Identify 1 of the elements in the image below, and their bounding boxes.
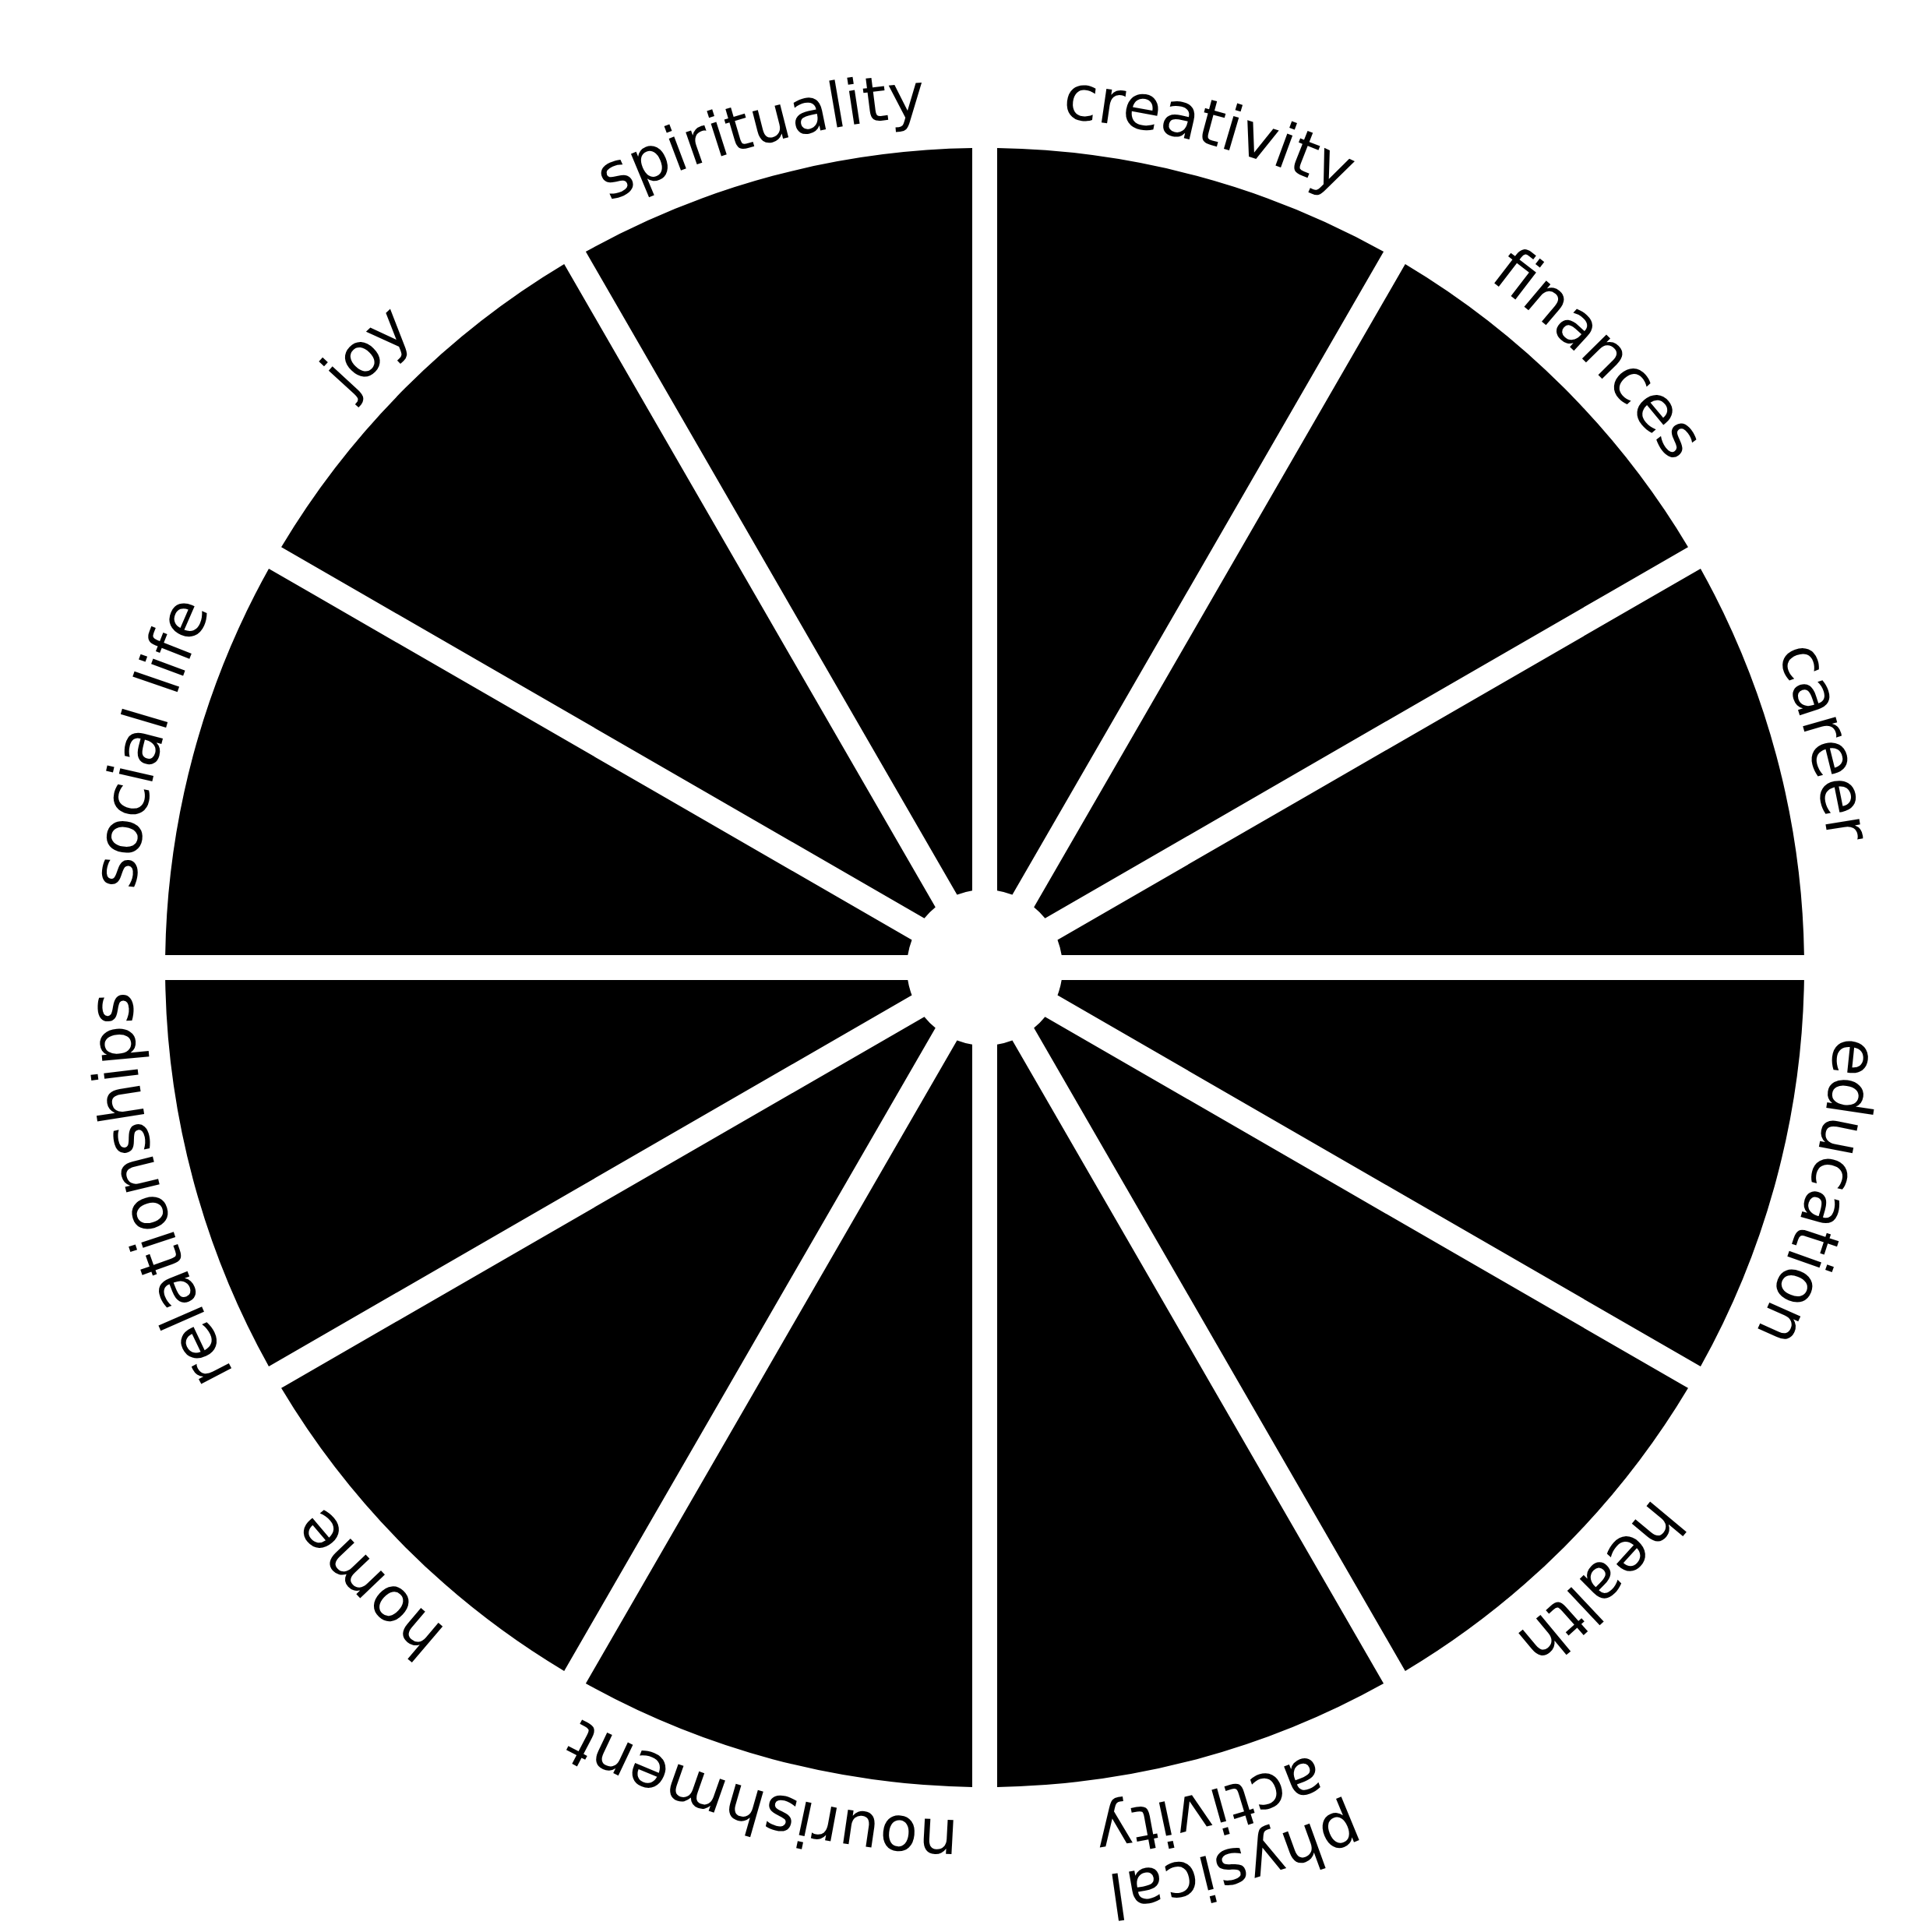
segment-label: joy — [307, 290, 425, 408]
